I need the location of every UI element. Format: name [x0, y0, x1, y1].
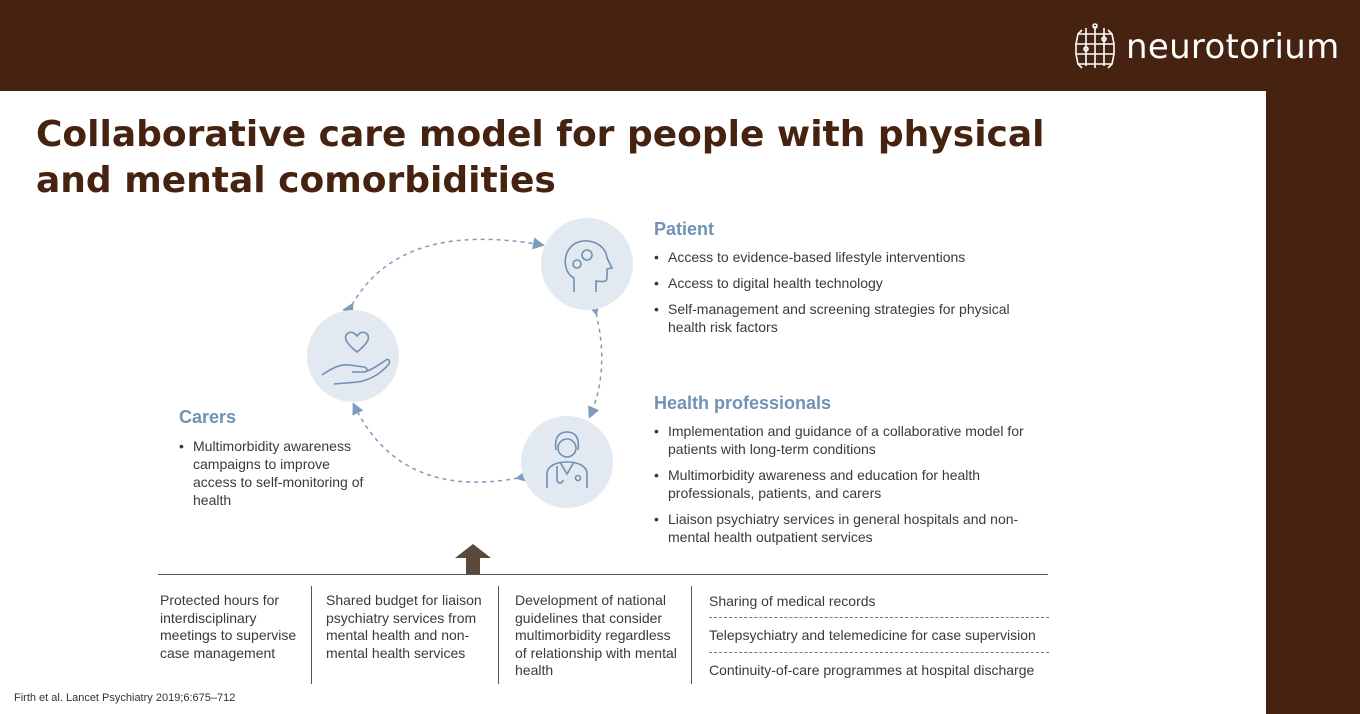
- health-professionals-node: [521, 416, 613, 508]
- foundation-row-1: Sharing of medical records: [709, 593, 876, 609]
- slide-canvas: [0, 91, 1266, 714]
- title-line-2: and mental comorbidities: [36, 160, 556, 201]
- list-item: Implementation and guidance of a collabo…: [654, 422, 1024, 458]
- patient-node: [541, 218, 633, 310]
- carers-node: [307, 310, 399, 402]
- arrow-carers-to-patient: [342, 237, 545, 316]
- carers-list: Multimorbidity awareness campaigns to im…: [179, 437, 369, 517]
- row-divider: [709, 652, 1049, 653]
- patient-heading: Patient: [654, 219, 715, 239]
- page-title: Collaborative care model for people with…: [36, 112, 1096, 204]
- cycle-arrows: [342, 237, 603, 483]
- list-item: Multimorbidity awareness campaigns to im…: [179, 437, 369, 509]
- header-bar: [0, 0, 1360, 91]
- list-item: Self-management and screening strategies…: [654, 300, 1014, 336]
- head-with-gears-icon: [564, 240, 614, 292]
- foundation-col-1: Protected hours for interdisciplinary me…: [160, 592, 297, 661]
- health-professionals-list: Implementation and guidance of a collabo…: [654, 422, 1024, 554]
- side-bar: [1266, 91, 1360, 714]
- care-cycle-diagram: [307, 218, 633, 508]
- row-divider: [709, 617, 1049, 618]
- carers-heading: Carers: [179, 407, 237, 427]
- brand-logo: neurotorium: [1072, 20, 1340, 74]
- arrow-professionals-to-carers: [352, 402, 528, 483]
- doctor-with-stethoscope-icon: [546, 431, 588, 488]
- brain-grid-icon: [1075, 23, 1115, 69]
- up-arrow-icon: [455, 544, 491, 575]
- column-separator: [691, 586, 692, 684]
- list-item: Multimorbidity awareness and education f…: [654, 466, 1024, 502]
- foundation-row-2: Telepsychiatry and telemedicine for case…: [709, 627, 1036, 643]
- arrow-patient-to-professionals: [588, 302, 603, 419]
- column-separator: [498, 586, 499, 684]
- foundation-divider: [158, 574, 1048, 575]
- title-line-1: Collaborative care model for people with…: [36, 114, 1045, 155]
- foundation-row-3: Continuity-of-care programmes at hospita…: [709, 662, 1035, 678]
- brand-name: neurotorium: [1126, 27, 1340, 67]
- list-item: Access to evidence-based lifestyle inter…: [654, 248, 1014, 266]
- foundation-col-2: Shared budget for liaison psychiatry ser…: [326, 592, 482, 661]
- list-item: Liaison psychiatry services in general h…: [654, 510, 1024, 546]
- heart-in-hand-icon: [321, 331, 391, 385]
- foundation-col-3: Development of national guidelines that …: [515, 592, 677, 678]
- column-separator: [311, 586, 312, 684]
- list-item: Access to digital health technology: [654, 274, 1014, 292]
- citation: Firth et al. Lancet Psychiatry 2019;6:67…: [14, 692, 236, 704]
- patient-list: Access to evidence-based lifestyle inter…: [654, 248, 1014, 344]
- health-professionals-heading: Health professionals: [654, 393, 832, 413]
